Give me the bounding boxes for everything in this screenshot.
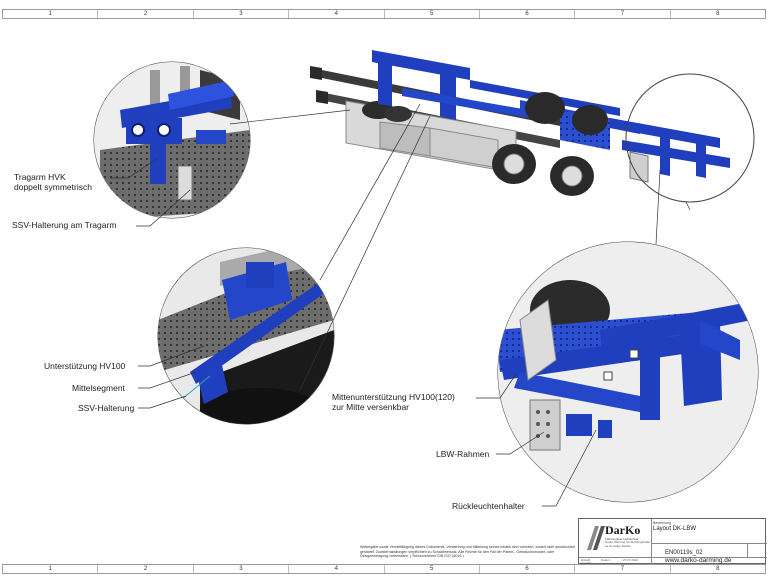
drawing-description: Layout DK-LBW — [653, 526, 697, 532]
column-label: 2 — [98, 565, 194, 573]
column-label: 1 — [3, 10, 99, 18]
column-label: 6 — [480, 565, 576, 573]
brand-name: DarKo — [605, 523, 641, 537]
column-label: 7 — [575, 565, 671, 573]
column-label: 3 — [194, 10, 290, 18]
column-label: 8 — [716, 11, 720, 17]
detail-circle-lbw-rahmen — [497, 241, 759, 503]
date-label: Datum — [601, 558, 610, 562]
copyright-disclaimer: Weitergabe sowie Vervielfältigung dieses… — [360, 545, 576, 559]
website: www.darko-darming.de — [665, 557, 732, 564]
connector-lines — [229, 103, 691, 391]
document-number: EN00119s_02 — [665, 550, 703, 556]
truck-chassis — [310, 50, 730, 196]
brand-subtitle: Fahrzeugbau Hubtechnik — [605, 537, 639, 541]
darko-logo-icon — [587, 526, 605, 550]
column-label: 4 — [289, 10, 385, 18]
company-address: Darko Darming GmbH Ringstraße 1a Sonstig… — [605, 540, 651, 548]
detail-circle-tragarm — [93, 61, 251, 219]
creator-label: Erstellt — [581, 558, 591, 562]
detail-circle-unterstuetzung — [157, 247, 335, 425]
column-label: 1 — [3, 565, 99, 573]
column-label: 4 — [289, 565, 385, 573]
column-grid-top: 1 2 3 4 5 6 7 8 — [2, 9, 766, 19]
label-rueckleuchtenhalter: Rückleuchtenhalter — [452, 501, 525, 511]
description-header: Benennung — [653, 521, 671, 525]
label-tragarm: Tragarm HVK doppelt symmetrisch — [14, 172, 92, 192]
column-label: 6 — [480, 10, 576, 18]
title-block: DarKo Fahrzeugbau Hubtechnik Darko Darmi… — [578, 518, 767, 565]
column-label: 2 — [98, 10, 194, 18]
label-mittelsegment: Mittelsegment — [72, 383, 125, 393]
column-label: 7 — [575, 10, 671, 18]
label-lbw-rahmen: LBW-Rahmen — [436, 449, 490, 459]
column-label: 3 — [194, 565, 290, 573]
label-unterstuetzung: Unterstützung HV100 — [44, 361, 126, 371]
column-grid-bottom: 1 2 3 4 5 6 7 8 — [2, 564, 766, 574]
column-label: 5 — [385, 565, 480, 573]
date-value: 27.07.2022 — [623, 558, 639, 562]
label-ssv-halterung-tragarm: SSV-Halterung am Tragarm — [12, 220, 117, 230]
column-label: 8 — [716, 566, 720, 572]
label-mittenunterstuetzung: Mittenunterstützung HV100(120) zur Mitte… — [332, 392, 455, 412]
checker-label: Geprüft — [581, 561, 592, 565]
label-ssv-halterung: SSV-Halterung — [78, 403, 135, 413]
detail-circle-rear — [625, 73, 755, 203]
label-leader-lines — [110, 157, 597, 507]
column-label: 5 — [385, 10, 480, 18]
